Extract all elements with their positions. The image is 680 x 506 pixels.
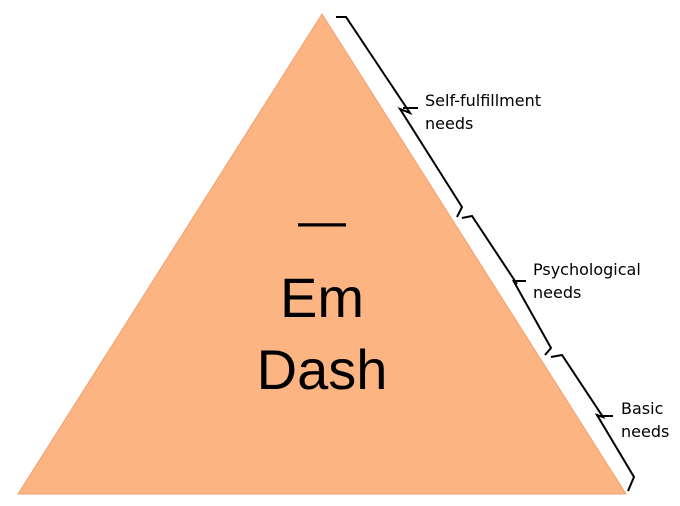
pyramid-triangle	[17, 13, 627, 495]
level-label-basic: Basic needs	[621, 397, 669, 443]
em-dash-glyph: —	[298, 195, 346, 248]
level-label-line: needs	[533, 283, 582, 302]
level-label-line: Basic	[621, 399, 664, 418]
level-label-line: Self-fulfillment	[425, 91, 542, 110]
level-label-line: Psychological	[533, 260, 641, 279]
level-label-line: needs	[425, 114, 474, 133]
title-line-dash: Dash	[256, 338, 388, 401]
level-label-self-fulfillment: Self-fulfillment needs	[425, 89, 541, 135]
level-label-line: needs	[621, 422, 670, 441]
level-label-psychological: Psychological needs	[533, 258, 641, 304]
title-line-em: Em	[280, 266, 364, 329]
bracket-self-fulfillment	[336, 16, 464, 218]
